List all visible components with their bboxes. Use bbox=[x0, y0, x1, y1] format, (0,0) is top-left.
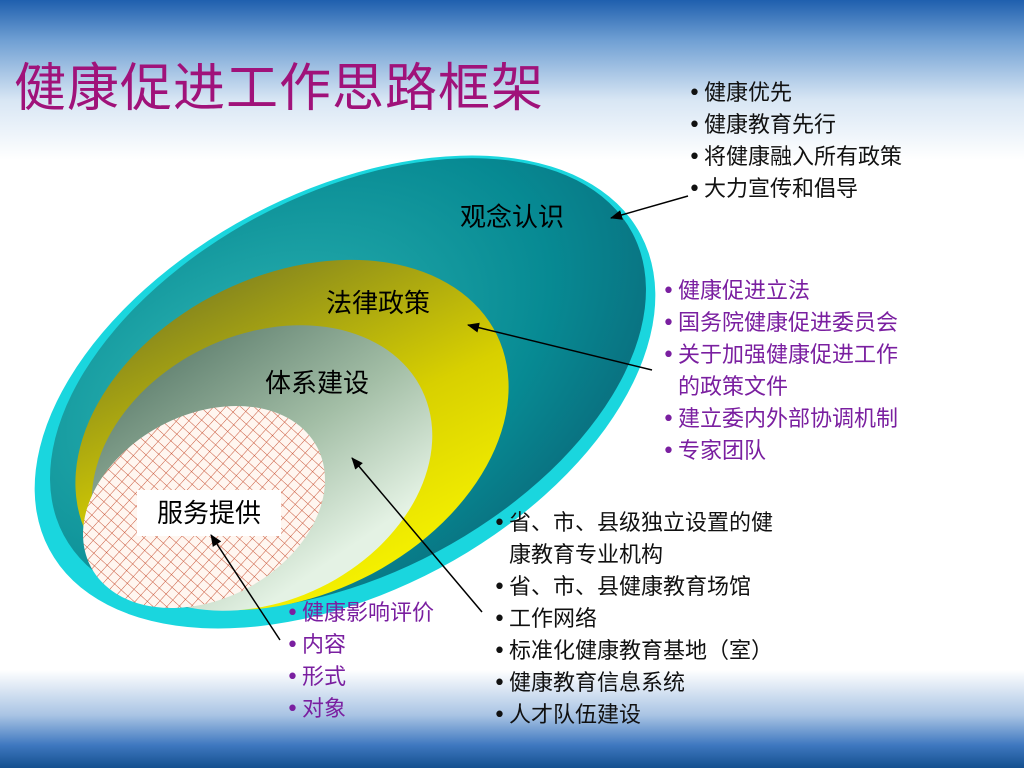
service-point: 对象 bbox=[286, 694, 434, 726]
concept-point-list: 健康优先 健康教育先行 将健康融入所有政策 大力宣传和倡导 bbox=[688, 78, 902, 206]
service-point-list: 健康影响评价 内容 形式 对象 bbox=[286, 598, 434, 726]
concept-point: 健康教育先行 bbox=[688, 110, 902, 142]
service-label-box bbox=[137, 490, 281, 536]
law-policy-point: 专家团队 bbox=[662, 436, 898, 468]
system-point: 工作网络 bbox=[493, 604, 773, 636]
arrow-to-system bbox=[351, 457, 483, 613]
law-policy-point: 健康促进立法 bbox=[662, 276, 898, 308]
service-point: 形式 bbox=[286, 662, 434, 694]
law-policy-point: 国务院健康促进委员会 bbox=[662, 308, 898, 340]
law-policy-point: 建立委内外部协调机制 bbox=[662, 404, 898, 436]
law-policy-point-continued: 的政策文件 bbox=[678, 375, 789, 400]
arrow-to-service bbox=[210, 534, 281, 641]
layer-label-system: 体系建设 bbox=[265, 369, 369, 399]
system-point: 标准化健康教育基地（室） bbox=[493, 636, 773, 668]
system-point: 省、市、县健康教育场馆 bbox=[493, 572, 773, 604]
law-policy-point-list: 健康促进立法 国务院健康促进委员会 关于加强健康促进工作 的政策文件 建立委内外… bbox=[662, 276, 898, 468]
concept-point: 将健康融入所有政策 bbox=[688, 142, 902, 174]
concept-point: 健康优先 bbox=[688, 78, 902, 110]
layer-label-service: 服务提供 bbox=[157, 499, 261, 529]
layer-label-law-policy: 法律政策 bbox=[326, 289, 430, 319]
service-point: 内容 bbox=[286, 630, 434, 662]
service-point: 健康影响评价 bbox=[286, 598, 434, 630]
system-point-continued: 康教育专业机构 bbox=[509, 543, 664, 568]
system-point: 省、市、县级独立设置的健 bbox=[493, 508, 773, 540]
system-point-list: 省、市、县级独立设置的健 康教育专业机构 省、市、县健康教育场馆 工作网络 标准… bbox=[493, 508, 773, 732]
slide-title: 健康促进工作思路框架 bbox=[14, 59, 545, 119]
concept-point: 大力宣传和倡导 bbox=[688, 174, 902, 206]
system-point: 健康教育信息系统 bbox=[493, 668, 773, 700]
system-point: 人才队伍建设 bbox=[493, 700, 773, 732]
law-policy-point: 关于加强健康促进工作 bbox=[662, 340, 898, 372]
arrow-to-law-policy bbox=[467, 322, 653, 371]
layer-label-concept: 观念认识 bbox=[460, 203, 564, 233]
arrow-to-concept bbox=[610, 195, 689, 220]
